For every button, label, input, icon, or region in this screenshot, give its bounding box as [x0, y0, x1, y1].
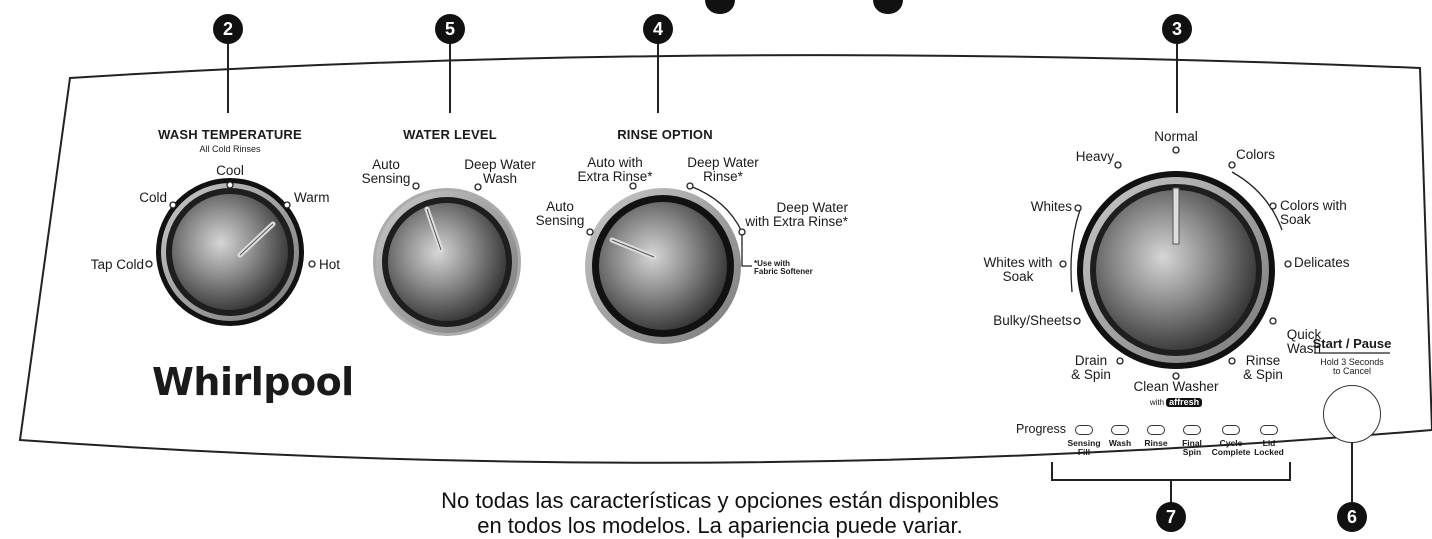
callout-partial-right	[873, 0, 903, 14]
affresh-logo: affresh	[1166, 397, 1203, 408]
start-pause-hint: Hold 3 Seconds to Cancel	[1320, 357, 1384, 377]
start-pause-label: Start / Pause	[1312, 336, 1392, 351]
wash-temp-cool[interactable]: Cool	[216, 163, 244, 178]
wash-temperature-subtitle: All Cold Rinses	[199, 144, 261, 154]
cycle-delicates[interactable]: Delicates	[1294, 255, 1350, 270]
panel-outline	[18, 54, 1432, 464]
whirlpool-logo: Whirlpool	[152, 360, 354, 404]
progress-stage-label: Rinse	[1144, 438, 1168, 448]
water-level-auto-sensing[interactable]: Auto Sensing	[361, 157, 411, 187]
water-level-title: WATER LEVEL	[403, 127, 497, 142]
cycle-drain-spin[interactable]: Drain & Spin	[1071, 353, 1111, 383]
callout-rinse-option: 4	[643, 14, 673, 44]
progress-stage-label: Wash	[1108, 438, 1132, 448]
progress-light-final-spin	[1183, 425, 1201, 435]
progress-light-cycle-complete	[1222, 425, 1240, 435]
wash-temp-hot[interactable]: Hot	[319, 257, 341, 272]
cycle-whites-with-soak[interactable]: Whites with Soak	[983, 255, 1053, 285]
progress-light-wash	[1111, 425, 1129, 435]
cycle-rinse-spin[interactable]: Rinse & Spin	[1243, 353, 1283, 383]
callout-cycle-selector: 3	[1162, 14, 1192, 44]
progress-stage-label: Sensing Fill	[1067, 438, 1101, 457]
callout-wash-temperature: 2	[213, 14, 243, 44]
water-level-deep-water-wash[interactable]: Deep Water Wash	[464, 157, 536, 187]
rinse-option-title: RINSE OPTION	[617, 127, 713, 142]
start-pause-button[interactable]	[1323, 385, 1381, 443]
cycle-bulky-sheets[interactable]: Bulky/Sheets	[993, 313, 1072, 328]
callout-water-level: 5	[435, 14, 465, 44]
progress-label: Progress	[1016, 422, 1067, 436]
callout-partial-left	[705, 0, 735, 14]
wash-temperature-title: WASH TEMPERATURE	[158, 127, 302, 142]
rinse-option-deep-water-extra-rinse[interactable]: Deep Water with Extra Rinse*	[745, 200, 848, 230]
cycle-selector-knob	[1077, 171, 1275, 369]
cycle-normal[interactable]: Normal	[1154, 129, 1198, 144]
wash-temp-tap-cold[interactable]: Tap Cold	[90, 257, 144, 272]
cycle-colors[interactable]: Colors	[1236, 147, 1276, 162]
wash-temperature-knob	[156, 178, 304, 326]
rinse-option-deep-water-rinse[interactable]: Deep Water Rinse*	[687, 155, 759, 185]
water-level-knob	[373, 188, 521, 336]
wash-temp-cold[interactable]: Cold	[139, 190, 167, 205]
progress-light-sensing-fill	[1075, 425, 1093, 435]
progress-light-rinse	[1147, 425, 1165, 435]
clean-washer-with: with	[1149, 398, 1165, 407]
cycle-heavy[interactable]: Heavy	[1075, 149, 1114, 164]
progress-stage-label: Lid Locked	[1254, 438, 1284, 457]
rinse-option-auto-sensing[interactable]: Auto Sensing	[535, 199, 585, 229]
cycle-whites[interactable]: Whites	[1030, 199, 1072, 214]
rinse-option-footnote: *Use with Fabric Softener	[754, 259, 813, 277]
wash-temp-warm[interactable]: Warm	[294, 190, 330, 205]
availability-note: No todas las características y opciones …	[441, 488, 999, 539]
progress-stage-label: Cycle Complete	[1211, 438, 1251, 457]
callout-start-pause: 6	[1337, 502, 1367, 532]
cycle-clean-washer[interactable]: Clean Washer	[1133, 379, 1219, 394]
progress-stage-label: Final Spin	[1182, 438, 1202, 457]
rinse-option-knob	[585, 188, 741, 344]
progress-light-lid-locked	[1260, 425, 1278, 435]
callout-progress: 7	[1156, 502, 1186, 532]
rinse-option-auto-extra-rinse[interactable]: Auto with Extra Rinse*	[577, 155, 653, 185]
cycle-quick-wash[interactable]: Quick Wash	[1286, 327, 1322, 357]
cycle-colors-with-soak[interactable]: Colors with Soak	[1280, 198, 1347, 228]
